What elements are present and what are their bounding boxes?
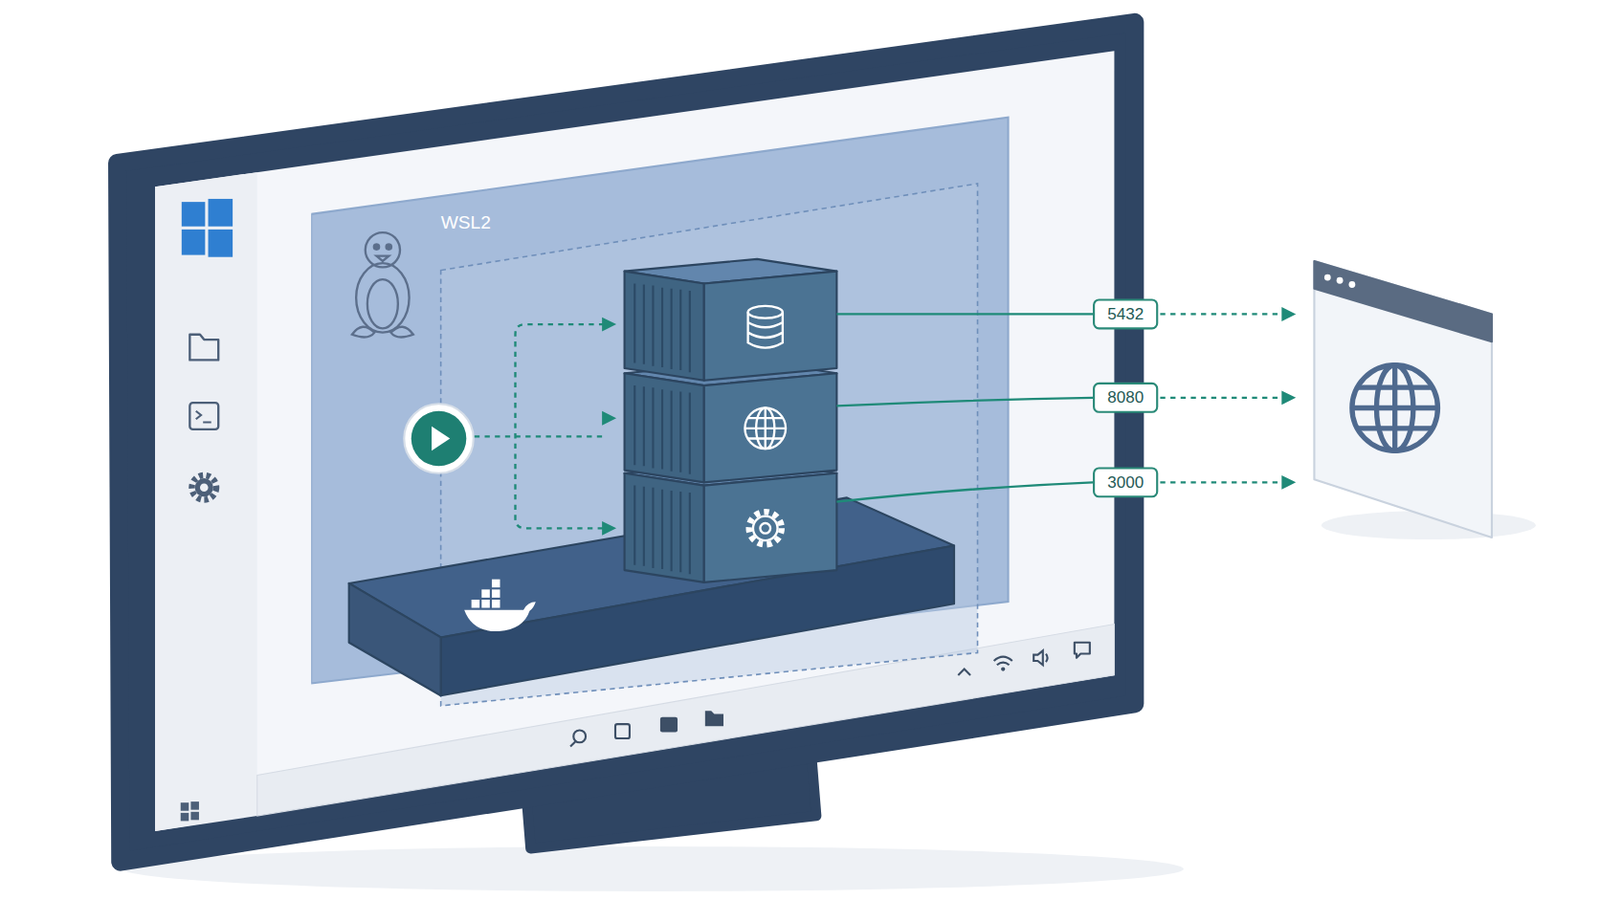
globe-lines — [1352, 365, 1439, 452]
port-number: 3000 — [1107, 473, 1144, 492]
windows-logo-tile — [181, 201, 206, 227]
db-body — [748, 311, 783, 348]
start-dashes — [474, 324, 604, 529]
port-wire — [836, 313, 1093, 502]
whale-crate — [481, 600, 490, 609]
tray-chevron — [957, 669, 971, 676]
browser-window — [1313, 261, 1492, 538]
browser-header — [1313, 261, 1492, 342]
globe-outline — [744, 408, 786, 450]
search-icon — [573, 730, 586, 743]
port-badge: 3000 — [1092, 466, 1158, 498]
docker-whale — [464, 579, 536, 632]
penguin-body — [355, 263, 409, 334]
notification-icon — [1074, 643, 1090, 659]
taskbar-app-icon — [660, 717, 678, 734]
gear-body — [753, 516, 778, 542]
start-tile — [190, 812, 200, 822]
globe-icon — [744, 408, 786, 450]
play-ring — [403, 403, 474, 474]
browser-dot — [1336, 277, 1344, 285]
arrow-head — [1281, 390, 1296, 405]
penguin-feet — [352, 327, 414, 338]
play-triangle — [431, 426, 450, 452]
sidebar — [155, 172, 258, 832]
gear-hole — [759, 523, 771, 534]
speaker-icon — [1033, 650, 1047, 666]
penguin-eye — [374, 244, 379, 249]
port-number: 5432 — [1107, 305, 1144, 324]
windows-logo-tile — [208, 229, 234, 258]
windows-logo-tile — [181, 229, 206, 256]
terminal-icon — [189, 402, 219, 430]
folder-icon — [189, 334, 219, 361]
windows-logo-tile — [208, 199, 234, 227]
database-icon — [748, 306, 783, 349]
penguin-beak — [376, 256, 389, 262]
gear-body — [195, 478, 214, 497]
browser-globe — [1352, 365, 1439, 452]
wifi-icon — [994, 657, 1013, 667]
whale-crate — [471, 600, 481, 609]
port-badge: 8080 — [1092, 382, 1158, 414]
penguin-head — [365, 232, 400, 267]
globe-lines — [744, 408, 786, 450]
whale-crate — [491, 589, 501, 599]
arrow-head — [601, 317, 617, 333]
arrow-head — [1281, 475, 1296, 490]
wifi-dot — [1000, 666, 1005, 671]
search-handle — [570, 741, 576, 747]
browser-dot — [1348, 281, 1356, 289]
docker-slab-side — [349, 583, 442, 696]
whale-crate — [491, 600, 501, 609]
gear-teeth — [191, 475, 217, 501]
gear-teeth — [749, 511, 782, 545]
database-container — [624, 259, 838, 381]
play-button — [411, 411, 467, 467]
whale-crate — [481, 589, 490, 599]
taskview-icon — [615, 724, 630, 739]
port-number: 8080 — [1107, 388, 1144, 407]
arrow-head — [601, 411, 617, 426]
monitor-bezel — [117, 22, 1135, 863]
browser-dot — [1324, 274, 1332, 282]
floor-shadow — [122, 846, 1184, 892]
gear-icon — [749, 511, 782, 545]
start-tile — [180, 813, 190, 823]
penguin-belly — [367, 279, 399, 329]
db-top — [748, 306, 783, 319]
web-container — [624, 360, 838, 483]
arrow-head — [1281, 307, 1296, 322]
start-tile — [190, 801, 200, 811]
arrow-head — [601, 521, 617, 536]
penguin-eye — [386, 244, 392, 249]
whale-crate — [491, 579, 501, 589]
panel-title: WSL2 — [441, 212, 491, 234]
globe-outline — [1352, 365, 1439, 452]
dashed-boundary — [441, 183, 978, 707]
forward-dashes — [1159, 313, 1284, 483]
terminal-prompt — [196, 411, 212, 423]
gear-hole — [200, 483, 209, 492]
taskbar-folder-icon — [705, 711, 724, 727]
monitor-screen — [155, 50, 1114, 832]
port-badge: 5432 — [1092, 298, 1158, 330]
linux-penguin — [352, 232, 414, 337]
start-tile — [180, 802, 190, 812]
